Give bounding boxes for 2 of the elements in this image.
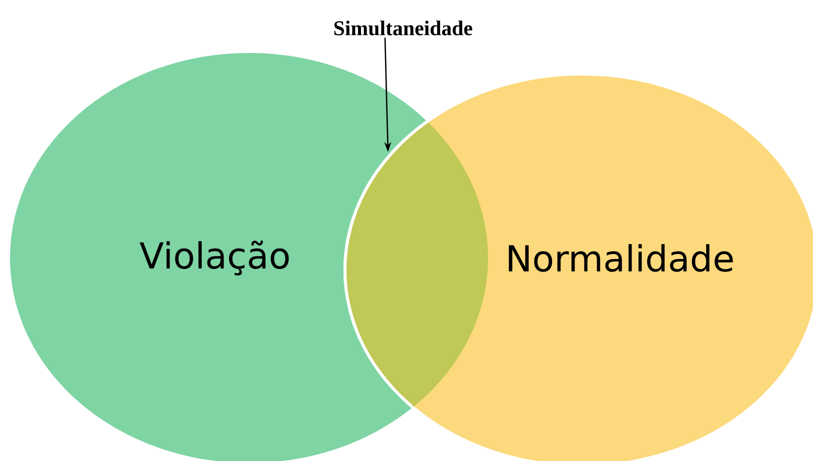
callout-text: Simultaneidade bbox=[334, 20, 472, 36]
overlap-region bbox=[344, 120, 488, 408]
